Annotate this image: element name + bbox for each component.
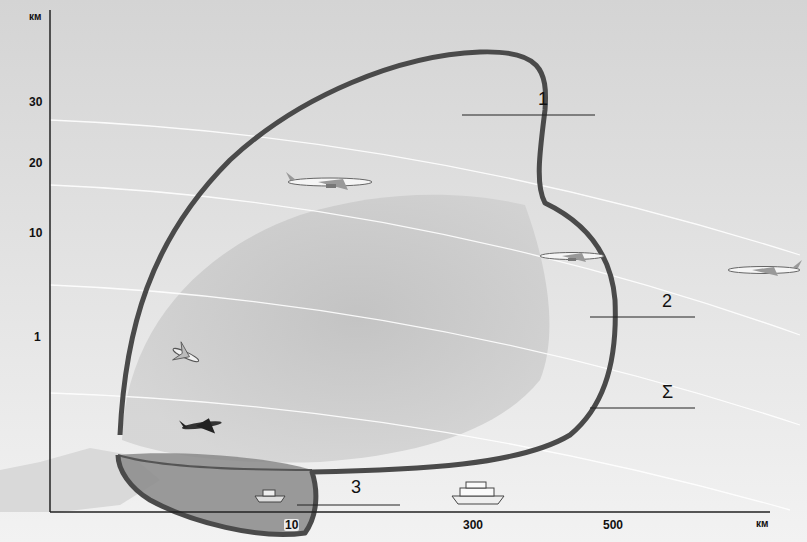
fighter-jet	[169, 340, 203, 370]
tick-label: 20	[28, 157, 43, 169]
total-coverage-outline	[118, 52, 615, 535]
coverage-zone-2	[122, 195, 549, 463]
callout-number: 3	[350, 478, 362, 496]
axis-unit: км	[28, 12, 42, 22]
zone-3-edge	[118, 455, 312, 470]
cruise-ship	[452, 482, 504, 504]
callout-number: 1	[537, 90, 549, 108]
tick-label: 1	[33, 331, 42, 343]
axes	[50, 10, 770, 512]
callout-number: 2	[661, 292, 673, 310]
tick-label: 10	[284, 519, 299, 531]
tick-label: 500	[602, 519, 624, 531]
tick-label: 10	[28, 227, 43, 239]
airliner	[540, 253, 604, 263]
altitude-curves	[50, 120, 800, 510]
coverage-zone-3	[118, 453, 316, 534]
tick-label: 30	[28, 96, 43, 108]
attack-aircraft	[179, 415, 223, 439]
leader-lines	[297, 115, 695, 505]
airliner	[728, 260, 802, 276]
tick-label: 300	[462, 519, 484, 531]
callout-number: Σ	[661, 383, 674, 401]
airliner	[286, 172, 372, 190]
small-ship	[255, 490, 285, 502]
axis-unit: км	[755, 519, 769, 529]
